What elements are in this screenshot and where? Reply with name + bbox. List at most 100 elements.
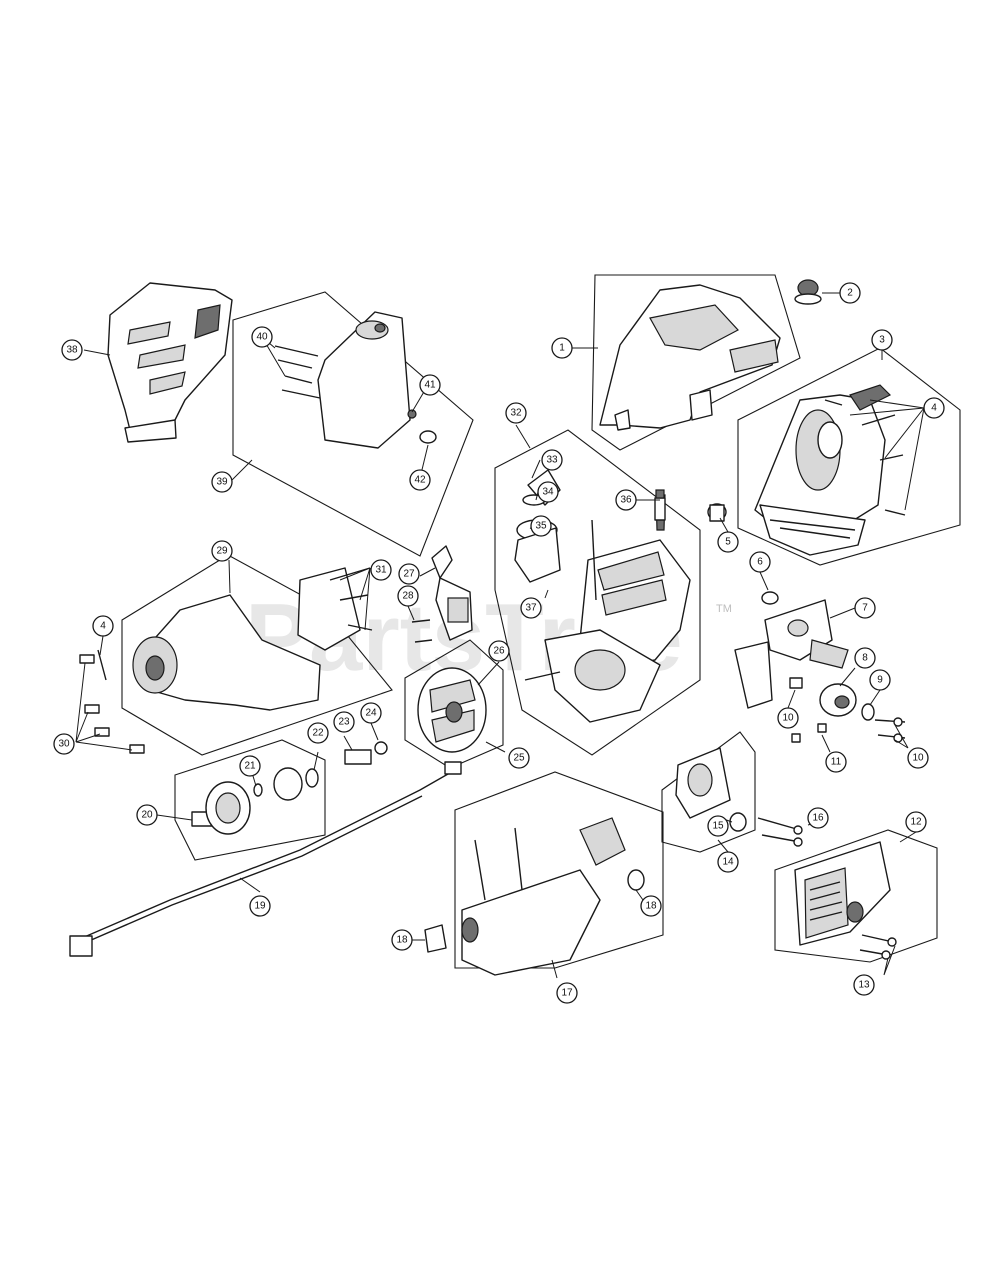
callout-27: 27 [398,563,420,585]
intake-screws-part [789,677,906,743]
callout-36: 36 [615,489,637,511]
callout-2: 2 [839,282,861,304]
callout-41: 41 [419,374,441,396]
callout-34: 34 [537,481,559,503]
callout-4: 4 [923,397,945,419]
svg-text:40: 40 [256,332,268,343]
svg-text:25: 25 [513,753,525,764]
callout-8: 8 [854,647,876,669]
svg-text:27: 27 [403,569,415,580]
callout-17: 17 [556,982,578,1004]
callout-19: 19 [249,895,271,917]
throttle-cable-part [69,761,462,957]
callout-3: 3 [871,329,893,351]
group-box-clutch [174,739,326,861]
svg-text:4: 4 [931,403,937,414]
svg-text:5: 5 [725,537,731,548]
ignition-coil-part [734,599,849,709]
callout-9: 9 [869,669,891,691]
svg-text:22: 22 [312,728,324,739]
callout-28: 28 [397,585,419,607]
callout-14: 14 [717,851,739,873]
callout-18: 18 [640,895,662,917]
svg-text:7: 7 [862,603,868,614]
svg-text:10: 10 [782,713,794,724]
svg-text:34: 34 [542,487,554,498]
callout-40: 40 [251,326,273,348]
shroud-part [107,282,233,443]
clutch-housing-part [132,567,373,711]
svg-text:21: 21 [244,761,256,772]
svg-text:23: 23 [338,717,350,728]
engine-block-part [514,469,691,723]
svg-text:1: 1 [559,343,565,354]
callout-10: 10 [777,707,799,729]
callout-39: 39 [211,471,233,493]
svg-text:15: 15 [712,821,724,832]
svg-text:31: 31 [375,565,387,576]
housing-screws-part [79,649,145,754]
svg-text:11: 11 [831,757,842,768]
callout-22: 22 [307,722,329,744]
svg-text:29: 29 [216,546,228,557]
gasket-part [861,703,875,721]
callout-18: 18 [391,929,413,951]
svg-text:30: 30 [58,739,70,750]
svg-text:14: 14 [722,857,734,868]
callout-26: 26 [488,640,510,662]
svg-text:17: 17 [561,988,573,999]
svg-text:42: 42 [414,475,426,486]
svg-text:3: 3 [879,335,885,346]
svg-text:24: 24 [365,708,377,719]
callout-20: 20 [136,804,158,826]
knob-part [794,279,822,305]
svg-text:38: 38 [66,345,78,356]
callout-23: 23 [333,711,355,733]
clutch-drum-part [191,767,319,835]
callout-42: 42 [409,469,431,491]
svg-text:16: 16 [812,813,824,824]
callout-1: 1 [551,337,573,359]
callout-13: 13 [853,974,875,996]
svg-text:18: 18 [396,935,408,946]
svg-text:6: 6 [757,557,763,568]
callout-4: 4 [92,615,114,637]
svg-text:18: 18 [645,901,657,912]
callout-16: 16 [807,807,829,829]
svg-text:28: 28 [402,591,414,602]
primer-part [411,545,473,643]
svg-text:35: 35 [535,521,547,532]
spark-plug-part [654,489,666,521]
intake-adapter-part [819,683,857,717]
air-filter-part [794,841,897,960]
svg-text:4: 4 [100,621,106,632]
svg-text:37: 37 [525,603,537,614]
svg-text:33: 33 [546,455,558,466]
callout-24: 24 [360,702,382,724]
fuel-tank-part [424,817,645,976]
callout-35: 35 [530,515,552,537]
group-box-carburetor [661,731,756,853]
svg-text:8: 8 [862,653,868,664]
group-box-fuel-tank [454,771,664,969]
callout-25: 25 [508,747,530,769]
callout-38: 38 [61,339,83,361]
o-ring-part [761,591,779,605]
bushing-part [707,503,727,522]
svg-text:26: 26 [493,646,505,657]
carburetor-part [675,747,803,847]
callout-37: 37 [520,597,542,619]
callout-10: 10 [907,747,929,769]
group-box-engine [494,429,701,756]
spacer-part [344,741,388,765]
callout-12: 12 [905,811,927,833]
callout-21: 21 [239,755,261,777]
svg-text:12: 12 [910,817,922,828]
callout-15: 15 [707,815,729,837]
svg-text:36: 36 [620,495,632,506]
svg-text:13: 13 [858,980,870,991]
group-box-flywheel [404,639,504,769]
recoil-housing-part [754,384,892,556]
callout-32: 32 [505,402,527,424]
